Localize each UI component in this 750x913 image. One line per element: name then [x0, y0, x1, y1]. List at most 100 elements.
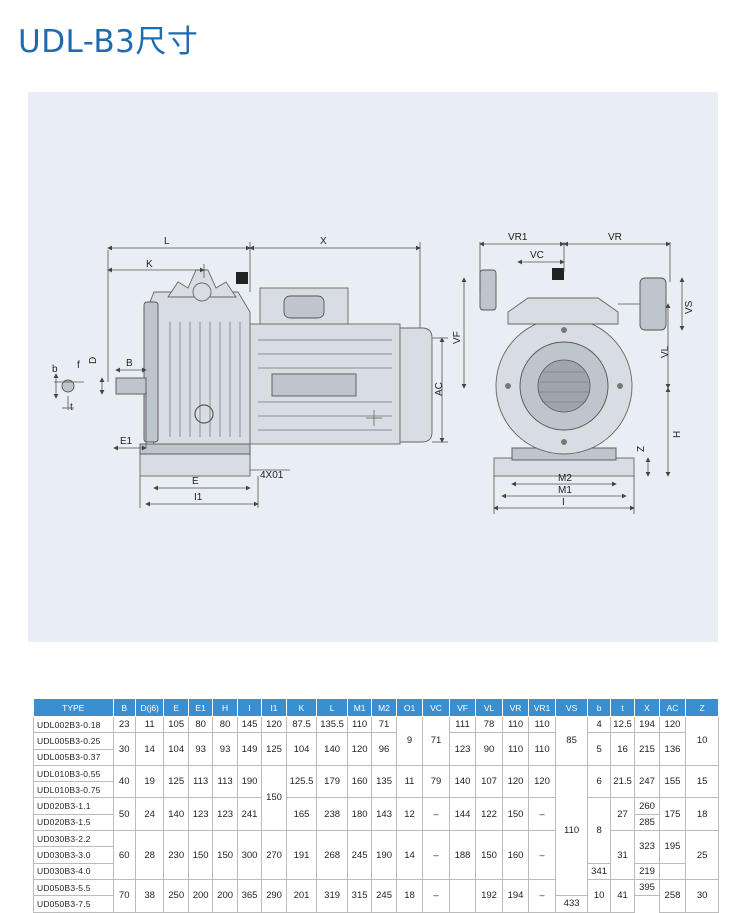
table-cell: 150 — [501, 797, 530, 832]
column-header: H — [212, 698, 238, 717]
table-cell: 188 — [448, 830, 477, 880]
table-cell: 80 — [212, 715, 238, 734]
table-cell: 16 — [609, 732, 636, 766]
front-top-housing — [507, 297, 619, 325]
table-cell: 38 — [134, 878, 165, 913]
front-shaft-face — [537, 359, 591, 413]
table-cell: – — [422, 830, 450, 880]
table-cell: – — [422, 797, 450, 832]
base-foot — [139, 451, 251, 477]
column-header: K — [285, 698, 318, 717]
table-cell: 93 — [187, 732, 214, 766]
dim-Z: Z — [636, 446, 647, 452]
column-header: b — [587, 698, 611, 717]
dim-L: L — [164, 236, 170, 247]
model-type-cell: UD020B3-1.5 — [33, 813, 114, 832]
table-cell: 79 — [422, 764, 450, 799]
dim-M1: M1 — [558, 485, 572, 496]
model-type-cell: UD030B3-3.0 — [33, 846, 114, 864]
table-cell: 175 — [658, 797, 687, 832]
column-header: t — [609, 698, 636, 717]
model-type-cell: UD030B3-2.2 — [33, 830, 114, 848]
dim-hole: 4X01 — [260, 470, 284, 481]
column-header: B — [112, 698, 136, 717]
column-header: Z — [685, 698, 719, 717]
table-cell — [448, 878, 477, 913]
table-cell: 241 — [236, 797, 263, 832]
table-cell: 11 — [134, 715, 165, 734]
table-cell: 9 — [395, 716, 424, 766]
table-cell: 150 — [475, 830, 503, 880]
table-cell: 194 — [501, 878, 530, 913]
table-cell: 190 — [236, 764, 263, 799]
model-type-cell: UDL005B3-0.37 — [33, 748, 114, 766]
table-cell: 110 — [501, 732, 530, 766]
table-cell: – — [528, 878, 556, 913]
table-cell: 319 — [316, 878, 348, 913]
table-cell: 260 — [634, 797, 660, 815]
table-cell: 155 — [658, 764, 687, 799]
table-cell: 12.5 — [609, 715, 636, 734]
table-cell: 270 — [261, 830, 287, 880]
table-cell: 247 — [634, 764, 660, 799]
table-cell: 140 — [163, 797, 189, 832]
table-cell: 14 — [134, 732, 165, 766]
gear-emblem-icon — [194, 404, 214, 424]
table-cell: 85 — [554, 716, 589, 766]
table-cell: 10 — [587, 878, 611, 913]
table-cell: 140 — [316, 732, 348, 766]
table-cell: 123 — [448, 732, 477, 766]
output-shaft — [115, 377, 147, 395]
table-cell: 258 — [658, 878, 687, 913]
table-cell: 215 — [634, 732, 660, 766]
column-header: VS — [554, 698, 589, 717]
dim-I1: I1 — [194, 492, 203, 503]
table-cell: 18 — [685, 797, 719, 832]
table-cell: 136 — [658, 732, 687, 766]
front-handwheel — [639, 277, 667, 331]
table-cell: 150 — [212, 830, 238, 880]
side-view: L X K b f D B t E1 E I1 4X01 AC — [52, 236, 448, 508]
table-cell: 120 — [346, 732, 373, 766]
table-cell: 18 — [395, 878, 424, 913]
table-cell: 110 — [501, 715, 530, 734]
dim-t: t — [70, 402, 73, 413]
dim-K: K — [146, 259, 153, 270]
column-header: L — [316, 698, 348, 717]
table-cell: 200 — [212, 878, 238, 913]
front-view: VR1 VR VC VF VS VL H Z M2 M1 I — [452, 232, 695, 514]
table-cell: 160 — [346, 764, 373, 799]
table-cell: 315 — [346, 878, 373, 913]
table-cell: 341 — [587, 862, 611, 880]
table-cell: 71 — [371, 715, 397, 734]
table-cell: 104 — [285, 732, 318, 766]
table-cell: 125.5 — [285, 764, 318, 799]
table-cell: 219 — [634, 862, 660, 880]
column-header: VR — [501, 698, 530, 717]
table-cell: 123 — [212, 797, 238, 832]
table-cell: 250 — [163, 878, 189, 913]
table-cell: 28 — [134, 830, 165, 880]
dim-b: b — [52, 364, 58, 375]
table-cell: 107 — [475, 764, 503, 799]
table-cell: 110 — [528, 715, 556, 734]
vent-cap — [236, 272, 248, 284]
table-cell: 4 — [587, 715, 611, 734]
table-cell: 122 — [475, 797, 503, 832]
table-cell: 144 — [448, 797, 477, 832]
table-cell: 245 — [371, 878, 397, 913]
dim-VL: VL — [660, 345, 671, 358]
table-cell: 143 — [371, 797, 397, 832]
table-cell: 80 — [187, 715, 214, 734]
dim-VR1: VR1 — [508, 232, 528, 243]
table-cell: 90 — [475, 732, 503, 766]
table-cell: 19 — [134, 764, 165, 799]
table-cell: 70 — [112, 878, 136, 913]
dimension-drawing: L X K b f D B t E1 E I1 4X01 AC — [28, 92, 718, 642]
model-type-cell: UD050B3-7.5 — [33, 895, 114, 913]
